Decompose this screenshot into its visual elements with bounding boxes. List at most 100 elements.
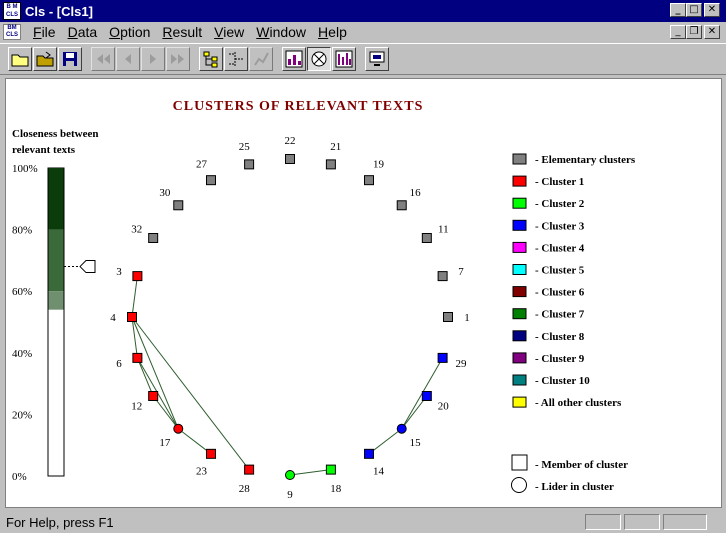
node-label: 29 [455,358,467,370]
cluster-nodes: 2221191611712920151418928231712643323027… [110,135,470,501]
open-folder-button[interactable] [8,47,32,71]
threshold-marker-icon[interactable] [79,260,96,274]
node-label: 28 [239,483,251,495]
member-node[interactable] [437,352,448,363]
legend-label: - Cluster 5 [535,265,585,277]
legend-label: - Cluster 9 [535,353,585,365]
node-label: 25 [239,141,251,153]
node-label: 16 [410,187,422,199]
next-button[interactable] [141,47,165,71]
cluster-link [289,469,331,476]
bar-chart-icon [285,50,303,68]
member-node[interactable] [148,391,159,401]
leader-node[interactable] [396,423,407,434]
menu-view[interactable]: View [214,24,245,40]
first-icon [97,54,110,64]
title-bar: B M CLS Cls - [Cls1] _ □ ✕ [0,0,726,22]
save-button[interactable] [58,47,82,71]
legend-swatch [512,241,527,253]
window-title: Cls - [Cls1] [25,3,93,19]
chart-button[interactable] [249,47,273,71]
scale-tick-label: 100% [12,163,38,175]
leader-node[interactable] [285,470,295,480]
member-node[interactable] [127,312,137,322]
node-label: 7 [458,266,464,278]
member-node[interactable] [206,448,216,459]
node-label: 17 [159,437,171,449]
chart-title: CLUSTERS OF RELEVANT TEXTS [173,99,424,114]
legend-swatch [512,219,527,231]
branch-button[interactable] [224,47,248,71]
member-node[interactable] [396,200,407,211]
last-button[interactable] [166,47,190,71]
leader-node[interactable] [173,423,184,434]
menu-option[interactable]: Option [109,24,151,40]
menu-help[interactable]: Help [318,24,347,40]
tree-button[interactable] [199,47,223,71]
member-node[interactable] [148,233,159,243]
node-label: 6 [116,358,122,370]
member-node[interactable] [364,175,374,186]
scale-label-line2: relevant texts [12,144,76,156]
scale-tick-label: 0% [12,471,27,483]
legend-swatch [512,374,527,386]
menu-result[interactable]: Result [162,24,203,40]
open-file-button[interactable] [33,47,57,71]
node-label: 21 [330,141,341,153]
member-node[interactable] [364,448,374,459]
node-label: 1 [464,312,470,324]
node-label: 30 [159,187,171,199]
app-icon[interactable]: B M CLS [3,2,21,20]
node-label: 27 [196,159,208,171]
node-label: 12 [131,401,142,413]
menu-data[interactable]: Data [67,24,98,40]
member-node[interactable] [421,391,432,401]
last-icon [171,54,184,64]
legend-swatch [512,197,527,209]
member-node[interactable] [437,271,448,282]
histogram-button[interactable] [332,47,356,71]
member-node[interactable] [421,233,432,243]
settings-button[interactable] [365,47,389,71]
cluster-link [131,316,250,470]
doc-minimize-icon[interactable]: _ [670,25,686,39]
scale-band [48,291,64,310]
circle-view-button[interactable] [307,47,331,71]
node-label: 22 [285,135,296,147]
member-node[interactable] [206,175,216,186]
member-node[interactable] [244,464,255,475]
member-node[interactable] [132,271,143,282]
doc-close-icon[interactable]: ✕ [704,25,720,39]
member-node[interactable] [325,464,336,475]
cluster-link [136,357,154,397]
first-button[interactable] [91,47,115,71]
menu-file[interactable]: File [33,24,56,40]
doc-restore-icon[interactable]: ❐ [686,25,702,39]
status-pane-1 [585,514,621,530]
maximize-icon[interactable]: □ [686,3,702,17]
legend-swatch [512,286,527,298]
legend-label: - Cluster 6 [535,287,585,299]
legend-label: - All other clusters [535,397,622,409]
legend-swatch [512,396,527,408]
status-pane-2 [624,514,660,530]
menu-window[interactable]: Window [256,24,307,40]
bar-chart-button[interactable] [282,47,306,71]
member-node[interactable] [244,159,255,170]
member-node[interactable] [325,159,336,170]
node-label: 20 [438,401,450,413]
legend-swatch [512,264,527,275]
legend-label: - Cluster 2 [535,198,585,210]
member-node[interactable] [132,352,143,363]
member-node[interactable] [443,312,453,322]
leader-legend-label: - Lider in cluster [535,481,614,493]
leader-legend-icon [511,477,527,493]
member-node[interactable] [285,154,295,164]
member-node[interactable] [173,200,184,211]
legend: - Elementary clusters- Cluster 1- Cluste… [511,153,636,493]
minimize-icon[interactable]: _ [670,3,686,17]
prev-button[interactable] [116,47,140,71]
close-icon[interactable]: ✕ [704,3,720,17]
